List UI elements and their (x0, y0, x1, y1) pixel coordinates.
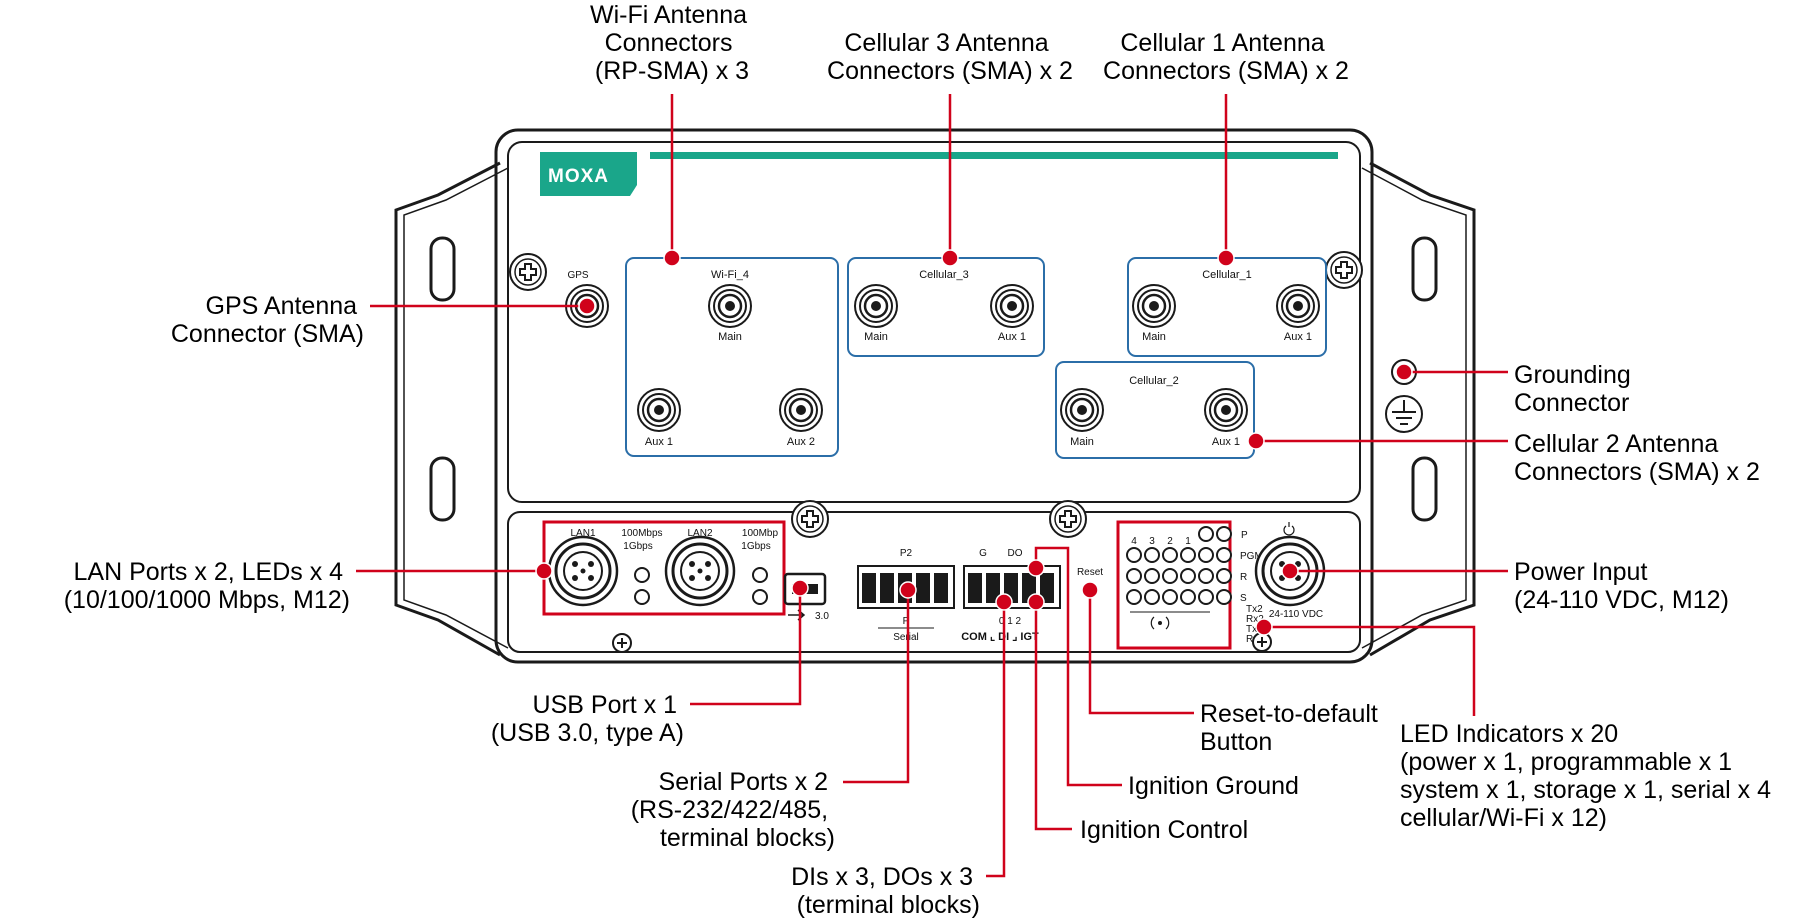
callout-ignition-ground: Ignition Ground (1128, 772, 1299, 800)
callout-cellular3: Cellular 3 Antenna Connectors (SMA) x 2 (827, 29, 1073, 85)
di-number-labels: 0 1 2 (999, 616, 1022, 627)
svg-text:S: S (1240, 593, 1247, 604)
g-label: G (979, 548, 987, 559)
svg-text:4: 4 (1131, 536, 1137, 547)
callout-grounding: Grounding Connector (1514, 361, 1638, 417)
cellular1-antenna-group: Cellular_1 Main Aux 1 (1127, 257, 1327, 357)
svg-text:Cellular_3: Cellular_3 (919, 269, 969, 281)
power-screw-icon (1252, 632, 1272, 652)
svg-text:P: P (1241, 530, 1248, 541)
callout-cellular1: Cellular 1 Antenna Connectors (SMA) x 2 (1103, 29, 1349, 85)
cell3-aux1-connector[interactable] (989, 283, 1035, 329)
callout-lan: LAN Ports x 2, LEDs x 4 (10/100/1000 Mbp… (64, 558, 350, 614)
wifi-main-connector[interactable] (707, 283, 753, 329)
serial-label: Serial (893, 632, 919, 643)
p2-label: P2 (900, 548, 913, 559)
svg-text:1Gbps: 1Gbps (741, 541, 770, 552)
svg-text:GPS: GPS (567, 270, 588, 281)
callout-cellular2: Cellular 2 Antenna Connectors (SMA) x 2 (1514, 430, 1760, 486)
lan-led (634, 567, 650, 583)
svg-text:Cellular_1: Cellular_1 (1202, 269, 1252, 281)
screw-icon (791, 500, 829, 538)
svg-text:1: 1 (1185, 536, 1191, 547)
callout-gps: GPS Antenna Connector (SMA) (171, 292, 364, 348)
svg-text:Main: Main (1070, 436, 1094, 448)
callout-serial: Serial Ports x 2 (RS-232/422/485, termin… (631, 768, 835, 852)
signal-icon (1150, 616, 1170, 630)
svg-text:Main: Main (1142, 331, 1166, 343)
svg-text:MOXA: MOXA (548, 166, 609, 187)
com-di-igt-label: COM ⌞ DI ⌟ IGT (961, 631, 1039, 643)
reset-label: Reset (1077, 567, 1103, 578)
lan-led (752, 589, 768, 605)
svg-text:2: 2 (1167, 536, 1173, 547)
cell1-main-connector[interactable] (1131, 283, 1177, 329)
svg-text:Aux 2: Aux 2 (787, 436, 815, 448)
svg-text:Tx1: Tx1 (1246, 624, 1263, 635)
svg-text:Tx2: Tx2 (1246, 604, 1263, 615)
device-housing (494, 128, 1374, 664)
lan-led (634, 589, 650, 605)
svg-text:Wi-Fi_4: Wi-Fi_4 (711, 269, 749, 281)
svg-text:Aux 1: Aux 1 (998, 331, 1026, 343)
svg-text:Aux 1: Aux 1 (1212, 436, 1240, 448)
gps-antenna-connector[interactable]: GPS (564, 270, 610, 329)
screw-icon (1325, 251, 1363, 289)
screw-icon (509, 253, 547, 291)
lan-screw-icon (612, 633, 632, 653)
wifi-aux1-connector[interactable] (636, 387, 682, 433)
cell3-main-connector[interactable] (853, 283, 899, 329)
callout-led-indicators: LED Indicators x 20 (power x 1, programm… (1400, 720, 1778, 832)
svg-text:1Gbps: 1Gbps (623, 541, 652, 552)
svg-text:Aux 1: Aux 1 (1284, 331, 1312, 343)
cellular2-antenna-group: Cellular_2 Main Aux 1 (1055, 361, 1255, 459)
callout-ignition-control: Ignition Control (1080, 816, 1248, 844)
lan1-port[interactable] (547, 535, 619, 607)
svg-text:R: R (1240, 572, 1247, 583)
left-mounting-bracket (394, 161, 509, 657)
p-label: P (903, 616, 910, 627)
callout-leaders (356, 94, 1508, 878)
wifi-aux2-connector[interactable] (778, 387, 824, 433)
lan2-port[interactable] (664, 535, 736, 607)
svg-text:100Mbp: 100Mbp (742, 528, 779, 539)
lan-section: LAN1 100Mbps 1Gbps LAN2 100Mbp 1Gbps (542, 520, 786, 616)
svg-text:Main: Main (718, 331, 742, 343)
cell1-aux1-connector[interactable] (1275, 283, 1321, 329)
cellular3-antenna-group: Cellular_3 Main Aux 1 (847, 257, 1045, 357)
svg-text:LAN2: LAN2 (687, 528, 712, 539)
do-label: DO (1008, 548, 1023, 559)
callout-wifi: Wi-Fi Antenna Connectors (RP-SMA) x 3 (590, 1, 754, 85)
svg-text:LAN1: LAN1 (570, 528, 595, 539)
callout-dio: DIs x 3, DOs x 3 (terminal blocks) (791, 863, 980, 919)
svg-text:Rx2: Rx2 (1246, 614, 1264, 625)
power-symbol-icon (1283, 522, 1295, 536)
moxa-logo: MOXA (540, 152, 637, 196)
usb-icon (788, 609, 806, 621)
callout-power: Power Input (24-110 VDC, M12) (1514, 558, 1729, 614)
svg-text:100Mbps: 100Mbps (621, 528, 662, 539)
usb-label: 3.0 (815, 611, 829, 622)
svg-text:Cellular_2: Cellular_2 (1129, 375, 1179, 387)
svg-text:Aux 1: Aux 1 (645, 436, 673, 448)
power-label: 24-110 VDC (1269, 609, 1323, 620)
screw-icon (1049, 500, 1087, 538)
svg-text:3: 3 (1149, 536, 1155, 547)
callout-reset: Reset-to-default Button (1200, 700, 1385, 756)
callout-usb: USB Port x 1 (USB 3.0, type A) (491, 691, 684, 747)
cell2-aux1-connector[interactable] (1203, 387, 1249, 433)
cell2-main-connector[interactable] (1059, 387, 1105, 433)
brand-stripe (650, 152, 1338, 159)
lan-led (752, 567, 768, 583)
svg-text:Main: Main (864, 331, 888, 343)
svg-text:PGM: PGM (1240, 551, 1263, 562)
wifi-antenna-group: Wi-Fi_4 Main Aux 1 Aux 2 (625, 257, 839, 457)
led-panel: 4 3 2 1 P PGM R S Tx2 Rx2 Tx1 Rx1 (1116, 520, 1264, 650)
